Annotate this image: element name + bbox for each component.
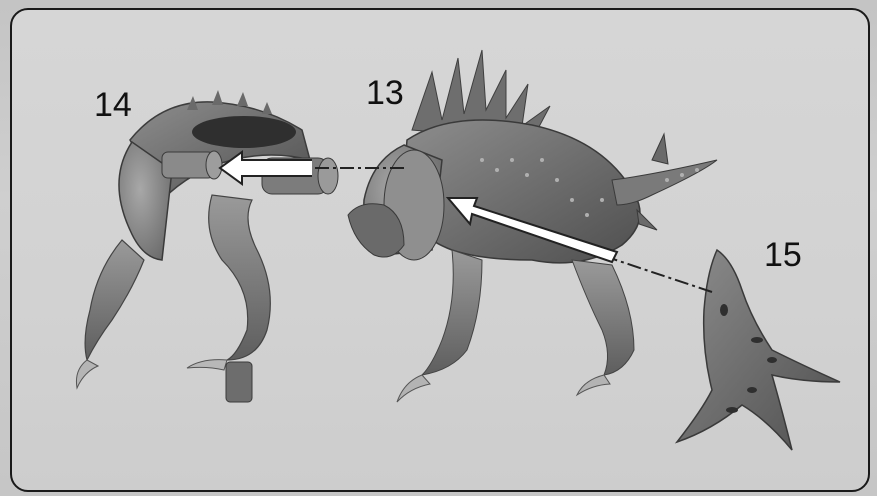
part-label-14: 14 bbox=[94, 88, 132, 122]
part-label-13: 13 bbox=[366, 76, 404, 110]
part-14-hind-legs bbox=[76, 90, 338, 402]
part-label-15: 15 bbox=[764, 238, 802, 272]
instruction-panel: 14 13 15 bbox=[10, 8, 870, 492]
assembly-illustration bbox=[12, 10, 868, 490]
part-15-armor-piece bbox=[677, 250, 840, 450]
